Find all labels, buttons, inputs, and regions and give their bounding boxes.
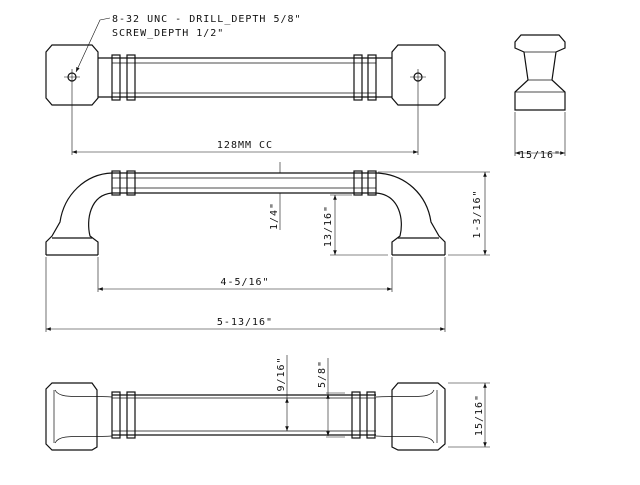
- side-width-dim: 15/16": [519, 150, 561, 161]
- ring-width-dim: 5/8": [317, 360, 328, 388]
- side-view: 15/16": [514, 34, 566, 161]
- hole-note-line2: SCREW_DEPTH 1/2": [112, 28, 224, 39]
- inner-length-dim: 4-5/16": [220, 277, 269, 288]
- left-end-block: [45, 44, 99, 106]
- clearance-dim: 13/16": [323, 205, 334, 247]
- center-dim-label: 128MM CC: [217, 140, 273, 151]
- overall-length-dim: 5-13/16": [217, 317, 273, 328]
- bar-thickness-dim: 1/4": [269, 202, 280, 230]
- base-width-dim: 15/16": [474, 394, 485, 436]
- hole-note-line1: 8-32 UNC - DRILL_DEPTH 5/8": [112, 14, 302, 25]
- right-end-block: [391, 44, 446, 106]
- height-dim: 1-3/16": [472, 189, 483, 238]
- bar-width-dim: 9/16": [276, 356, 287, 391]
- rings: [111, 54, 377, 101]
- top-view: 128MM CC 8-32 UNC - DRILL_DEPTH 5/8" SCR…: [45, 14, 446, 155]
- bottom-view: 9/16" 5/8" 15/16": [45, 355, 490, 451]
- front-view: 4-5/16" 5-13/16" 1-3/16" 13/16" 1/4": [45, 162, 490, 332]
